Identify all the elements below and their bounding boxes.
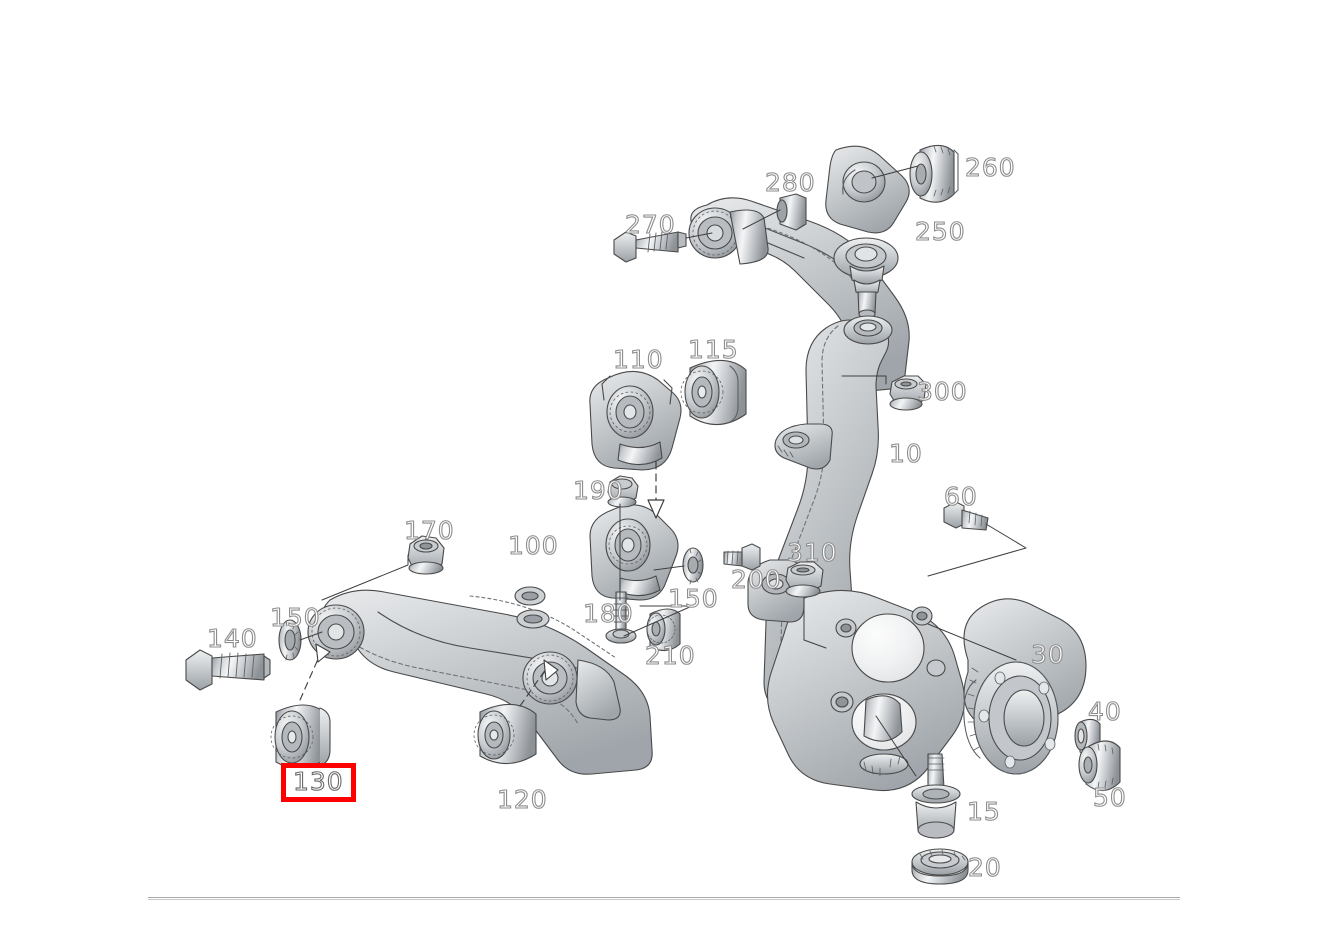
label-210[interactable]: 210 <box>644 641 696 670</box>
label-260[interactable]: 260 <box>964 153 1016 182</box>
footer-rule-line-bottom <box>148 899 1180 900</box>
part-hex-flange-nut-310 <box>785 561 824 598</box>
part-bushing-sleeve-115 <box>680 359 747 426</box>
part-hex-flange-screw-200 <box>723 543 761 571</box>
part-castellated-nut-20 <box>911 848 969 885</box>
assembly-arrow <box>647 461 665 519</box>
part-hex-flange-nut-170 <box>407 535 445 575</box>
footer-rule-line-top <box>148 897 1180 898</box>
label-50[interactable]: 50 <box>1092 783 1127 812</box>
label-190[interactable]: 190 <box>572 476 624 505</box>
label-150-right[interactable]: 150 <box>667 584 719 613</box>
label-200[interactable]: 200 <box>730 565 782 594</box>
part-cap-nut-190 <box>607 475 639 508</box>
label-15[interactable]: 15 <box>966 797 1001 826</box>
label-310[interactable]: 310 <box>786 538 838 567</box>
part-flange-head-bolt-140 <box>185 649 271 691</box>
label-40[interactable]: 40 <box>1087 697 1122 726</box>
part-flange-bolt-60 <box>943 501 989 531</box>
label-250[interactable]: 250 <box>914 217 966 246</box>
part-hex-flange-nut-300 <box>889 375 927 411</box>
label-280[interactable]: 280 <box>764 168 816 197</box>
part-steering-knuckle-10 <box>747 315 965 792</box>
label-150-left[interactable]: 150 <box>269 603 321 632</box>
part-upper-arm-bushing-260 <box>909 144 959 203</box>
label-110[interactable]: 110 <box>612 345 664 374</box>
part-splined-collar-nut-50 <box>1078 740 1121 792</box>
label-300[interactable]: 300 <box>916 377 968 406</box>
label-20[interactable]: 20 <box>967 853 1002 882</box>
label-30[interactable]: 30 <box>1030 640 1065 669</box>
part-spacer-washer-280 <box>776 193 807 231</box>
label-60[interactable]: 60 <box>943 482 978 511</box>
part-long-flange-bolt-270 <box>613 230 687 263</box>
part-toothed-washer-150-right <box>682 547 704 585</box>
label-115[interactable]: 115 <box>687 335 739 364</box>
part-wheel-hub-bearing-30 <box>963 598 1087 775</box>
part-ball-joint-15 <box>911 753 961 839</box>
part-rear-bushing-120 <box>473 703 537 765</box>
label-100[interactable]: 100 <box>507 531 559 560</box>
label-170[interactable]: 170 <box>403 516 455 545</box>
label-270[interactable]: 270 <box>624 210 676 239</box>
part-lower-control-arm-100 <box>307 504 679 775</box>
label-140[interactable]: 140 <box>206 624 258 653</box>
label-120[interactable]: 120 <box>496 785 548 814</box>
label-10[interactable]: 10 <box>888 439 923 468</box>
label-180[interactable]: 180 <box>582 599 634 628</box>
part-front-bushing-130 <box>270 704 331 770</box>
part-hydro-bush-housing-110 <box>589 370 682 471</box>
highlighted-label-130[interactable]: 130 <box>281 763 356 802</box>
footer-divider <box>148 897 1180 901</box>
